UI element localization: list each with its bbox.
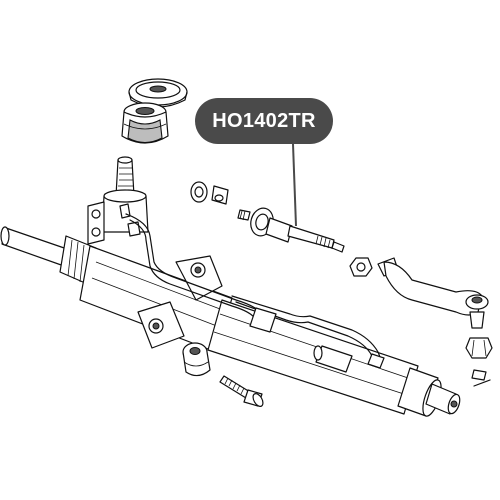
tie-rod-end-drawing xyxy=(377,257,493,387)
jam-nut xyxy=(349,257,373,277)
mount-seal-top xyxy=(128,78,188,108)
callout-leader-line xyxy=(292,143,297,227)
inner-tie-rod-drawing xyxy=(237,207,345,253)
nut-drawing xyxy=(190,181,229,205)
pinion-shaft xyxy=(87,156,149,245)
hydraulic-lines xyxy=(125,213,385,373)
lower-bushing xyxy=(182,342,211,377)
part-number-callout: HO1402TR xyxy=(195,98,333,144)
part-number-label: HO1402TR xyxy=(212,109,316,132)
mount-bushing xyxy=(121,102,169,144)
bolt-drawing xyxy=(219,375,264,407)
